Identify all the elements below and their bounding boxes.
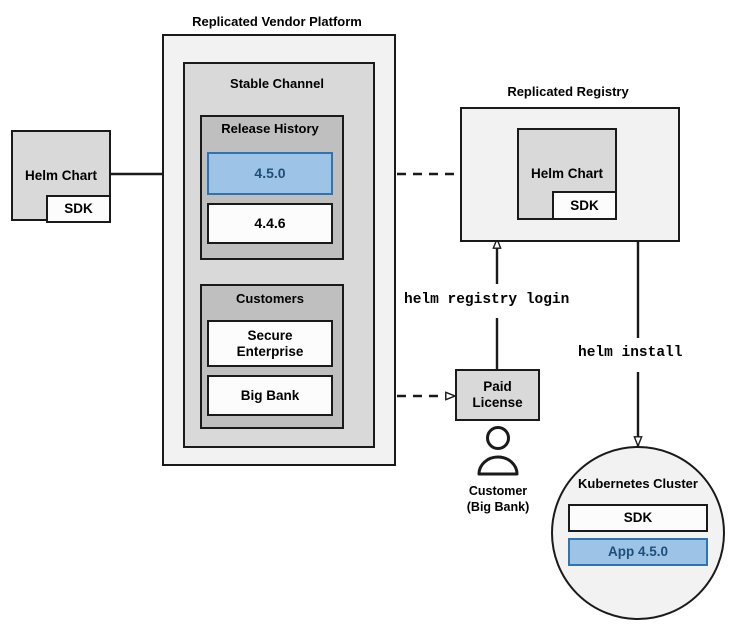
kubernetes-cluster [551, 446, 725, 620]
vendor-platform-title: Replicated Vendor Platform [192, 14, 362, 29]
replicated-registry-title: Replicated Registry [507, 84, 629, 99]
customer-actor-line1: Customer [468, 484, 528, 498]
stable-channel-title: Stable Channel [230, 76, 324, 91]
release-history-title: Release History [221, 121, 319, 136]
cluster-component-sdk-label: SDK [623, 510, 653, 526]
command-helm-install: helm install [578, 345, 683, 361]
release-4-5-0-label: 4.5.0 [254, 165, 286, 182]
customer-actor-caption: Customer (Big Bank) [438, 484, 558, 515]
source-helm-chart-label: Helm Chart [24, 167, 97, 183]
command-helm-registry-login: helm registry login [404, 292, 570, 308]
source-helm-chart-sdk-label: SDK [64, 201, 93, 217]
customer-secure-enterprise[interactable]: Secure Enterprise [207, 320, 333, 367]
paid-license-line1: Paid [483, 379, 512, 395]
cluster-component-app: App 4.5.0 [568, 538, 708, 566]
customers-title: Customers [236, 291, 304, 306]
paid-license-line2: License [472, 395, 523, 410]
release-4-4-6-label: 4.4.6 [254, 215, 286, 232]
cluster-component-sdk: SDK [568, 504, 708, 532]
paid-license: Paid License [455, 369, 540, 421]
source-helm-chart-sdk: SDK [46, 195, 111, 223]
customer-big-bank[interactable]: Big Bank [207, 375, 333, 416]
registry-helm-chart-sdk-label: SDK [570, 197, 599, 213]
registry-helm-chart-label: Helm Chart [530, 166, 603, 182]
customer-actor-line2: (Big Bank) [466, 499, 530, 514]
cluster-component-app-label: App 4.5.0 [607, 544, 669, 560]
release-4-5-0[interactable]: 4.5.0 [207, 152, 333, 195]
customer-actor-icon-wrap [468, 426, 528, 478]
release-4-4-6[interactable]: 4.4.6 [207, 203, 333, 244]
person-icon [477, 426, 519, 476]
customer-big-bank-label: Big Bank [240, 387, 300, 403]
registry-helm-chart-sdk: SDK [552, 191, 617, 220]
kubernetes-cluster-title: Kubernetes Cluster [578, 476, 698, 491]
customer-secure-enterprise-label: Secure Enterprise [236, 327, 304, 359]
